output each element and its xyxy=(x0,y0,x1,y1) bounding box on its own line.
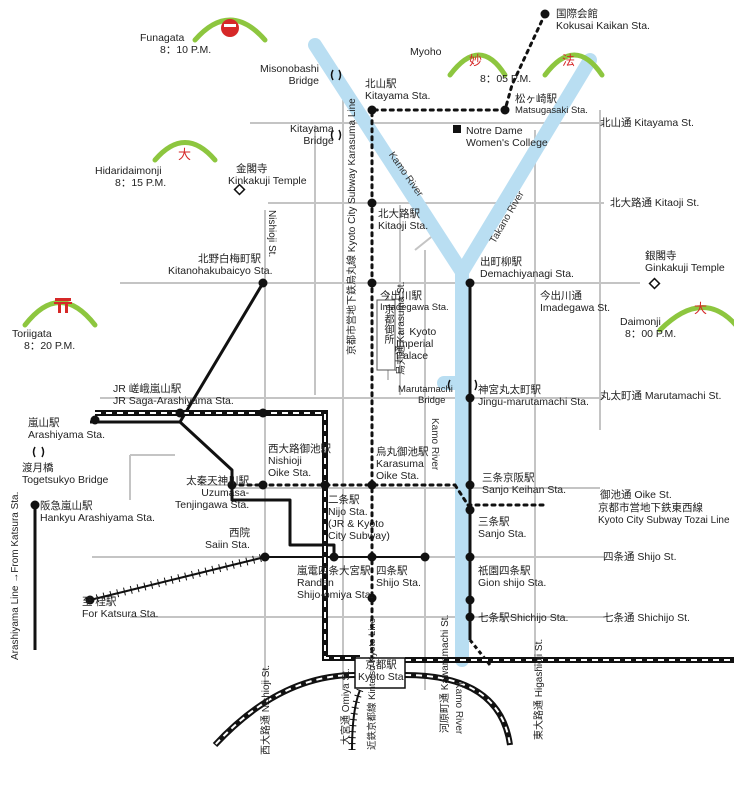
imperial-palace-ja: 京都御所 xyxy=(382,304,393,344)
hankyu-line xyxy=(89,553,425,604)
street-oike: 御池通 Oike St. xyxy=(600,489,672,501)
station-shichijo[interactable]: 七条駅 xyxy=(478,612,510,624)
myoho-glyph-2: 法 xyxy=(562,54,576,69)
myoho-time: 8：05 P.M. xyxy=(480,73,532,85)
kintetsu-line xyxy=(348,688,364,751)
bridge-marks xyxy=(32,69,478,458)
street-omiya: 大宮通 Omiya St. xyxy=(341,668,352,745)
imperial-palace-box xyxy=(376,299,396,371)
street-shijo: 四条通 Shijo St. xyxy=(603,551,677,563)
daimonji-glyph: 大 xyxy=(694,302,708,317)
rivers xyxy=(308,38,597,667)
kyoto-station-box xyxy=(354,657,406,689)
arashiyama-line-label: Arashiyama Line →From Katsura Sta. xyxy=(10,491,21,660)
jr-lines xyxy=(95,410,734,748)
street-karasuma: 烏丸通 Karasuma St. xyxy=(396,281,407,375)
station-dots[interactable] xyxy=(30,9,550,622)
street-kitayama: 北山通 Kitayama St. xyxy=(600,117,694,129)
keihan-line xyxy=(468,280,492,666)
street-shichijo: 七条通 Shichijo St. xyxy=(603,612,690,624)
station-shichijo-en[interactable]: Shichijo Sta. xyxy=(510,612,569,624)
tozai-line-ja: 京都市営地下鉄東西線 xyxy=(598,502,703,514)
ginkakuji-marker xyxy=(648,277,661,290)
kamo-river-mid-label: Kamo River xyxy=(429,418,440,471)
notre-dame-marker xyxy=(453,125,461,133)
street-nishioji-bottom: 西大路通 Nishioji St. xyxy=(261,664,272,755)
street-higashioji: 東大路通 Higashioji St. xyxy=(534,638,545,740)
mountains xyxy=(22,17,734,333)
myoho-glyph-1: 妙 xyxy=(469,54,483,69)
street-nishioji-upper: Nishioji St. xyxy=(266,210,277,258)
kinkakuji-marker xyxy=(233,183,246,196)
street-kawaramachi: 河原町通 Kawaramachi St. xyxy=(440,614,451,733)
kintetsu-label: 近鉄京都線 Kintetsu Kyoto Line xyxy=(367,618,378,750)
myoho-label: Myoho xyxy=(410,46,442,58)
tozai-line-en: Kyoto City Subway Tozai Line xyxy=(598,515,730,526)
bonfire-symbols xyxy=(54,19,239,313)
notre-dame-label: Notre Dame Women's College xyxy=(466,125,548,149)
karasuma-line-label: 京都市営地下鉄烏丸線 Kyoto City Subway Karasuma Li… xyxy=(347,98,358,355)
street-kitaoji: 北大路通 Kitaoji St. xyxy=(610,197,700,209)
hidaridaimonji-glyph: 大 xyxy=(178,148,192,163)
kamo-river-bottom-label: Kamo River xyxy=(453,682,464,735)
street-marutamachi: 丸太町通 Marutamachi St. xyxy=(600,390,722,402)
